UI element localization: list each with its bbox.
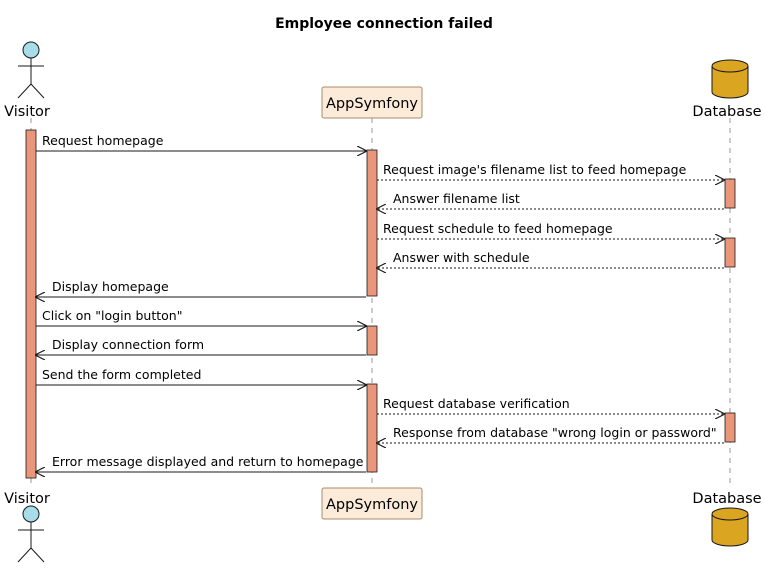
message-label: Display connection form bbox=[52, 337, 204, 352]
message-label: Answer with schedule bbox=[393, 250, 530, 265]
actor-head-icon bbox=[22, 505, 40, 523]
participant-label: Database bbox=[692, 104, 761, 120]
message-label: Request image's filename list to feed ho… bbox=[383, 162, 687, 177]
message-label: Response from database "wrong login or p… bbox=[393, 425, 717, 440]
participant-label: Visitor bbox=[4, 491, 50, 507]
database-rim-icon bbox=[711, 513, 749, 521]
database-cylinder-icon bbox=[711, 507, 749, 547]
message-label: Display homepage bbox=[52, 279, 169, 294]
actor-legs-icon bbox=[17, 83, 45, 99]
message-label: Request database verification bbox=[383, 396, 570, 411]
participant-box bbox=[321, 86, 423, 119]
participant-appsymfony-top: AppSymfony bbox=[321, 86, 423, 119]
participant-database-top: Database bbox=[692, 59, 762, 120]
actor-legs-icon bbox=[17, 547, 45, 563]
participant-label: Visitor bbox=[4, 104, 50, 120]
message-label: Error message displayed and return to ho… bbox=[52, 454, 364, 469]
database-cylinder-icon bbox=[711, 59, 749, 99]
participant-label: AppSymfony bbox=[326, 96, 418, 112]
diagram-title: Employee connection failed bbox=[275, 16, 493, 32]
activation-db-1 bbox=[724, 178, 736, 209]
activation-visitor bbox=[25, 129, 37, 479]
message-label: Request homepage bbox=[42, 133, 164, 148]
participant-appsymfony-bottom: AppSymfony bbox=[321, 487, 423, 520]
activation-db-2 bbox=[724, 237, 736, 268]
actor-head-icon bbox=[22, 41, 40, 59]
activation-app-2 bbox=[366, 325, 378, 356]
participant-label: Database bbox=[692, 491, 761, 507]
activation-bars bbox=[25, 129, 736, 479]
message-label: Send the form completed bbox=[42, 367, 201, 382]
participant-database-bottom: Database bbox=[692, 491, 762, 547]
database-rim-icon bbox=[711, 65, 749, 73]
activation-db-3 bbox=[724, 412, 736, 443]
participant-box bbox=[321, 487, 423, 520]
activation-app-1 bbox=[366, 149, 378, 297]
participant-visitor-top: Visitor bbox=[4, 41, 50, 120]
activation-app-3 bbox=[366, 383, 378, 473]
participant-label: AppSymfony bbox=[326, 497, 418, 513]
message-label: Click on "login button" bbox=[42, 308, 182, 323]
message-label: Answer filename list bbox=[393, 191, 520, 206]
message-label: Request schedule to feed homepage bbox=[383, 221, 613, 236]
participant-visitor-bottom: Visitor bbox=[4, 491, 50, 563]
